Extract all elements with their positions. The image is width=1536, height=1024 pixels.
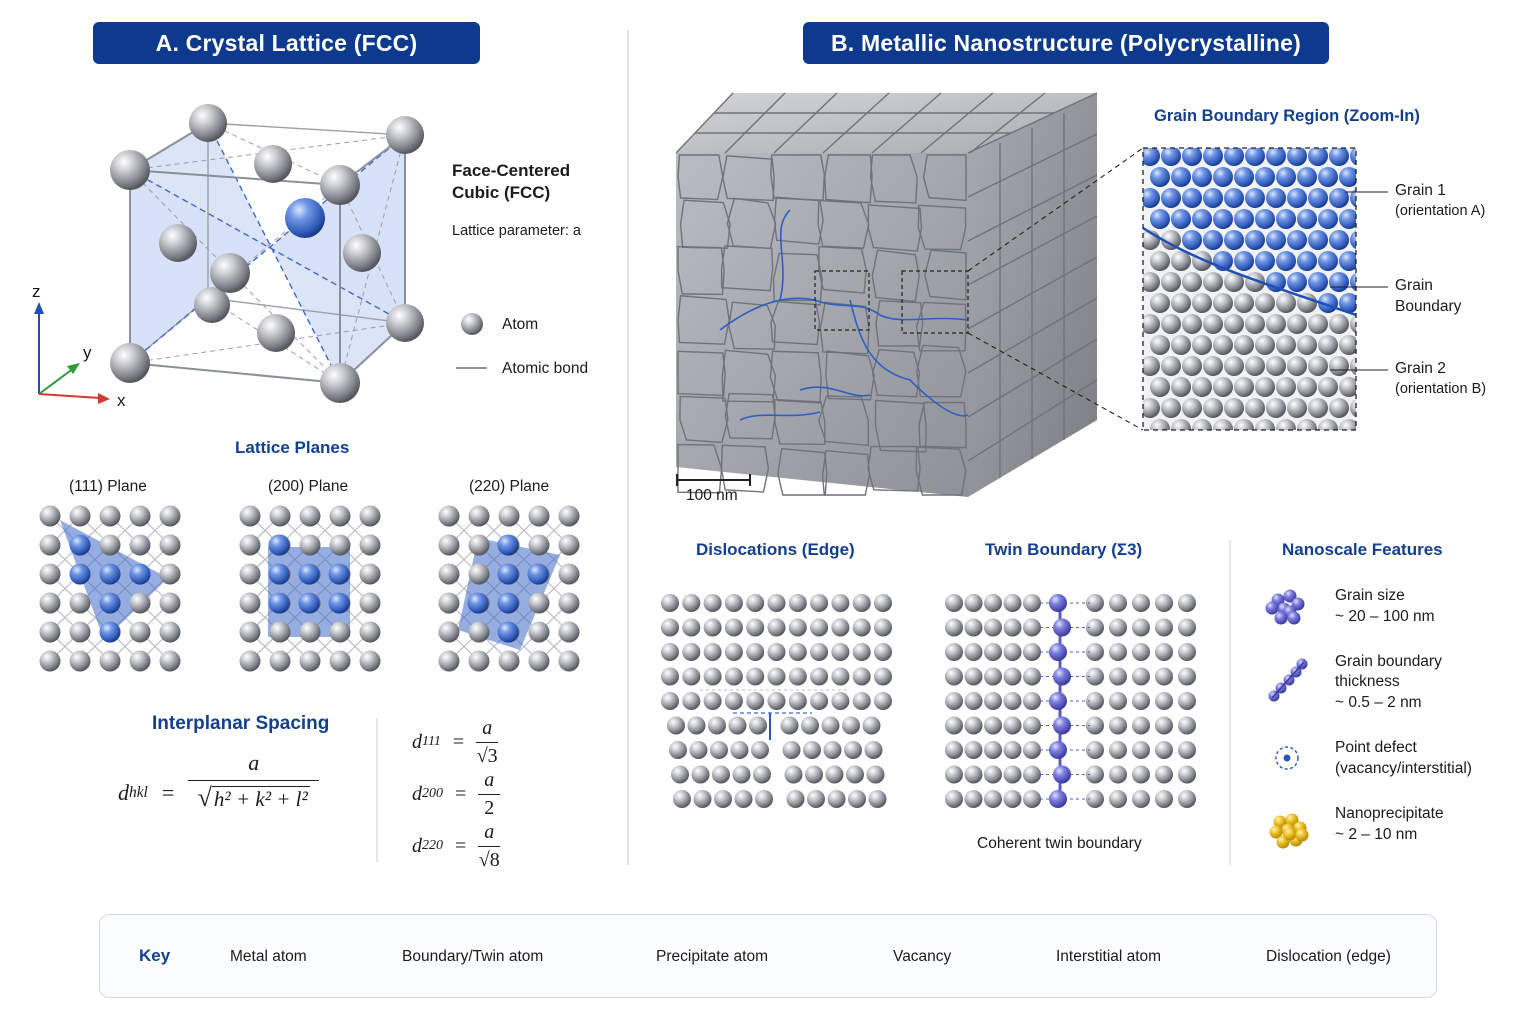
plane-111-label: (111) Plane — [69, 478, 147, 495]
grain-boundary-zoom — [1142, 147, 1388, 431]
interplanar-title: Interplanar Spacing — [152, 713, 330, 734]
scale-bar-label: 100 nm — [686, 487, 738, 504]
key-dislocation-label: Dislocation (edge) — [1266, 948, 1391, 965]
fcc-label-line1: Face-Centered — [452, 161, 571, 180]
boundary-label-line2: Boundary — [1395, 298, 1462, 315]
feature-point-defect-l1: Point defect — [1335, 739, 1417, 756]
zoom-title: Grain Boundary Region (Zoom-In) — [1154, 107, 1420, 125]
formula-lhs: d — [118, 779, 129, 805]
fcc-label-line2: Cubic (FCC) — [452, 183, 551, 202]
feature-point-defect-l2: (vacancy/interstitial) — [1335, 760, 1472, 777]
fcc-plane-b — [130, 123, 405, 383]
feature-precipitate-l1: Nanoprecipitate — [1335, 805, 1444, 822]
key-interstitial-label: Interstitial atom — [1056, 948, 1162, 965]
panel-b-title: B. Metallic Nanostructure (Polycrystalli… — [803, 22, 1329, 64]
nanoscale-title: Nanoscale Features — [1282, 540, 1443, 559]
lattice-plane-grids — [39, 505, 580, 672]
formula-fraction: a √h² + k² + l² — [188, 750, 320, 813]
axis-y-label: y — [83, 343, 92, 362]
dislocations-title: Dislocations (Edge) — [696, 540, 855, 559]
legend-atom-icon — [461, 313, 483, 335]
dislocation-lattice — [661, 594, 892, 808]
axis-x-label: x — [117, 391, 126, 410]
grain1-label-line2: (orientation A) — [1395, 203, 1486, 219]
feature-grain-size-l2: ~ 20 – 100 nm — [1335, 608, 1435, 625]
grain2-label-line2: (orientation B) — [1395, 381, 1487, 397]
feature-gb-thickness-l1: Grain boundary — [1335, 653, 1442, 670]
grain1-label-line1: Grain 1 — [1395, 182, 1446, 199]
formula-numerator: a — [188, 750, 320, 781]
lattice-planes-title: Lattice Planes — [235, 438, 350, 457]
legend-bond-label: Atomic bond — [502, 360, 589, 377]
key-box — [99, 914, 1437, 998]
key-precipitate-label: Precipitate atom — [656, 948, 768, 965]
formula-denominator: √h² + k² + l² — [197, 783, 310, 812]
grain2-label-line1: Grain 2 — [1395, 360, 1446, 377]
scale-bar — [676, 474, 751, 486]
formula-lhs-sub: hkl — [129, 783, 148, 801]
lattice-parameter-label: Lattice parameter: a — [452, 223, 581, 239]
key-title: Key — [139, 946, 171, 965]
plane-220-label: (220) Plane — [469, 478, 550, 495]
legend-atom-label: Atom — [502, 316, 539, 333]
feature-icons — [1265, 589, 1309, 849]
key-metal-atom-label: Metal atom — [230, 948, 307, 965]
axis-triad — [34, 302, 110, 404]
twin-caption: Coherent twin boundary — [977, 835, 1142, 852]
fcc-unit-cell — [110, 104, 424, 403]
feature-precipitate-l2: ~ 2 – 10 nm — [1335, 826, 1418, 843]
key-boundary-atom-label: Boundary/Twin atom — [402, 948, 544, 965]
twin-lattice — [945, 594, 1196, 808]
boundary-label-line1: Grain — [1395, 277, 1433, 294]
feature-grain-size-l1: Grain size — [1335, 587, 1405, 604]
panel-a-title: A. Crystal Lattice (FCC) — [93, 22, 480, 64]
formula-equals: = — [161, 779, 175, 805]
key-vacancy-label: Vacancy — [893, 948, 952, 965]
nanostructure-block — [675, 92, 1144, 497]
feature-gb-thickness-l2: thickness — [1335, 673, 1400, 690]
twin-title: Twin Boundary (Σ3) — [985, 540, 1143, 559]
plane-200-label: (200) Plane — [268, 478, 349, 495]
feature-gb-thickness-l3: ~ 0.5 – 2 nm — [1335, 694, 1422, 711]
axis-z-label: z — [32, 282, 41, 301]
